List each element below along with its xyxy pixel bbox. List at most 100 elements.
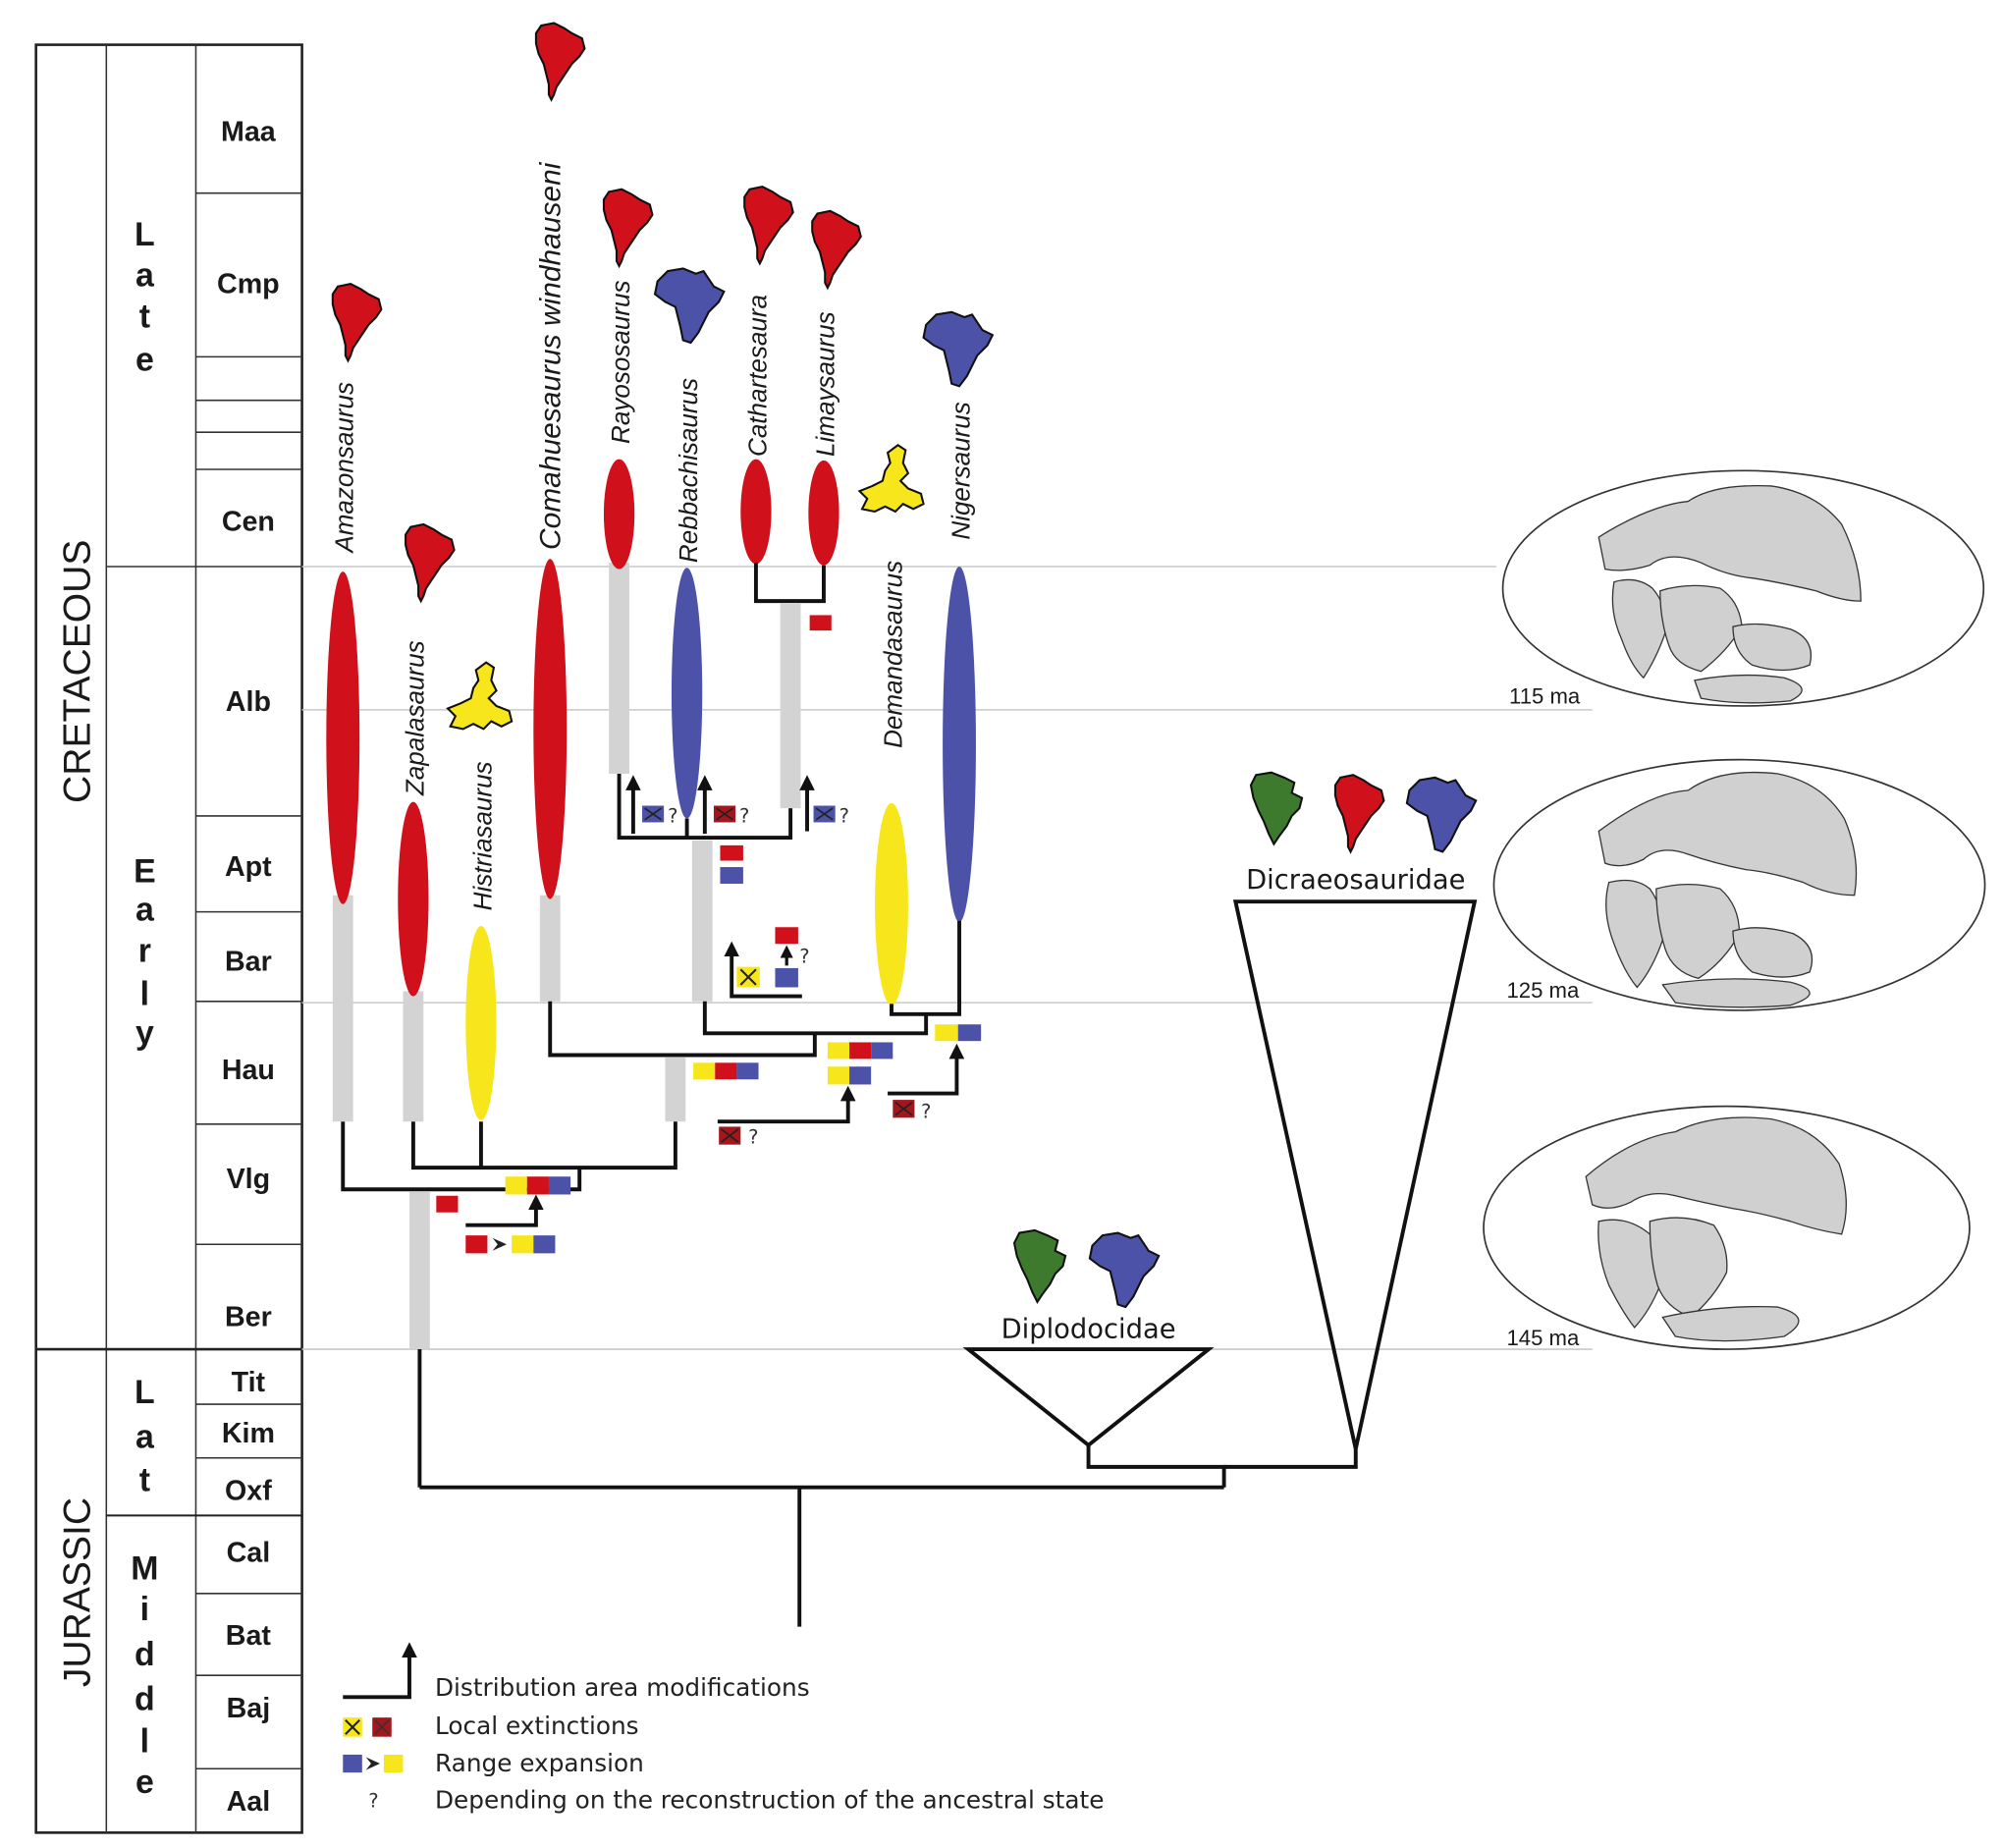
area-box-europe [693,1062,716,1080]
local-extinction-africa [642,805,665,823]
stage-apt: Apt [225,851,272,883]
area-box-africa [775,967,798,988]
area-box-europe [505,1176,527,1195]
distribution-arrow [888,1043,965,1096]
area-box-africa [957,1024,982,1042]
area-box-africa [548,1176,571,1195]
epoch-letter: l [140,976,149,1013]
question-mark: ? [668,804,677,827]
biogeographic-events: ? ? ? ? [436,615,982,1254]
distribution-arrow-icon [343,1642,417,1700]
epoch-late-jurassic: L a t [135,1374,155,1499]
epoch-late-cretaceous: L a t e [135,216,155,379]
distribution-arrow [717,1085,856,1124]
taxon-label-rayososaurus: Rayososaurus [606,281,635,444]
range-cathartesaura [740,459,772,565]
taxon-label-rebbachisaurus: Rebbachisaurus [674,378,703,563]
local-extinction-europe [736,966,760,988]
area-box-south-america [809,615,832,631]
legend: Distribution area modifications Local ex… [343,1642,1104,1815]
branch [341,1121,582,1192]
epoch-letter: L [135,216,155,253]
taxon-ranges [326,459,976,1120]
europe-icon [447,661,514,731]
area-box-south-america [849,1042,872,1060]
epoch-letter: L [135,1374,155,1411]
stage-aal: Aal [227,1786,271,1818]
area-box-europe [512,1235,534,1254]
area-box-africa [533,1235,556,1254]
paleomap-label-145: 145 ma [1506,1326,1579,1350]
period-jurassic: JURASSIC [56,1497,98,1687]
branch [1223,1448,1358,1469]
question-mark: ? [739,804,749,827]
epoch-letter: a [135,1418,155,1455]
range-demandasaurus [875,802,908,1006]
question-mark: ? [748,1125,758,1148]
range-zapalasaurus [398,801,429,997]
stage-cen: Cen [222,507,275,538]
paleomap-125: 125 ma [1492,758,1986,1011]
legend-item-question: ? Depending on the reconstruction of the… [368,1786,1104,1815]
paleomap-label-115: 115 ma [1509,683,1581,708]
area-box-south-america [436,1195,459,1213]
north-america-icon [1249,771,1304,845]
south-america-icon [602,188,654,267]
legend-item-distribution: Distribution area modifications [343,1642,810,1702]
branch [617,773,793,841]
epoch-letter: e [135,342,154,379]
question-mark: ? [799,946,809,968]
range-rayososaurus [603,459,635,570]
range-expansion-chevron [492,1237,507,1251]
stage-vlg: Vlg [227,1164,271,1195]
south-america-icon [743,186,794,265]
epoch-letter: e [135,1764,154,1801]
area-box-africa [849,1066,872,1085]
taxon-label-comahuesaurus: Comahuesaurus windhauseni [535,161,568,550]
diplodocidae-triangle [962,1347,1215,1448]
area-box-africa [343,1754,362,1773]
clade-label-dicraeosauridae: Dicraeosauridae [1246,865,1465,896]
stage-kim: Kim [222,1418,275,1449]
taxon-label-zapalasaurus: Zapalasaurus [400,640,429,796]
stage-tit: Tit [232,1367,266,1398]
legend-item-range-expansion: Range expansion [343,1749,644,1777]
clade-label-diplodocidae: Diplodocidae [1002,1314,1176,1344]
epoch-letter: d [135,1636,155,1673]
taxon-label-demandasaurus: Demandasaurus [878,561,907,748]
africa-icon [922,310,994,388]
local-extinction-south-america [893,1100,915,1118]
area-box-africa [871,1042,893,1060]
area-box-africa [720,867,743,884]
epoch-letter: a [135,892,155,929]
timescale-frame [34,43,303,1834]
stage-cmp: Cmp [217,268,280,299]
range-amazonsaurus [326,571,360,904]
legend-label: Range expansion [435,1749,644,1777]
legend-label: Depending on the reconstruction of the a… [435,1786,1104,1815]
africa-icon [1088,1231,1161,1309]
area-box-europe [827,1042,850,1060]
north-america-icon [1012,1228,1067,1303]
ghost-lineage [780,603,801,809]
ghost-lineage [403,991,424,1122]
epoch-letter: i [140,1591,149,1628]
ghost-lineage [691,840,713,1002]
legend-item-extinction: Local extinctions [343,1712,639,1740]
range-limaysaurus [808,460,839,566]
stage-hau: Hau [222,1055,275,1086]
ghost-lineages [332,563,801,1350]
paleomap-115: 115 ma [1501,469,1985,708]
distribution-arrow [465,1194,544,1227]
africa-icon [654,267,726,345]
area-box-europe [935,1024,958,1042]
geologic-timescale: CRETACEOUS JURASSIC L a t e E a r l y L … [34,43,303,1834]
stage-baj: Baj [227,1693,271,1724]
legend-label: Local extinctions [435,1712,639,1740]
taxon-label-limaysaurus: Limaysaurus [810,311,839,457]
branch [410,1121,677,1170]
stage-bar: Bar [225,947,272,978]
phylogeny-branches [341,563,1478,1627]
taxon-label-cathartesaura: Cathartesaura [742,295,772,457]
